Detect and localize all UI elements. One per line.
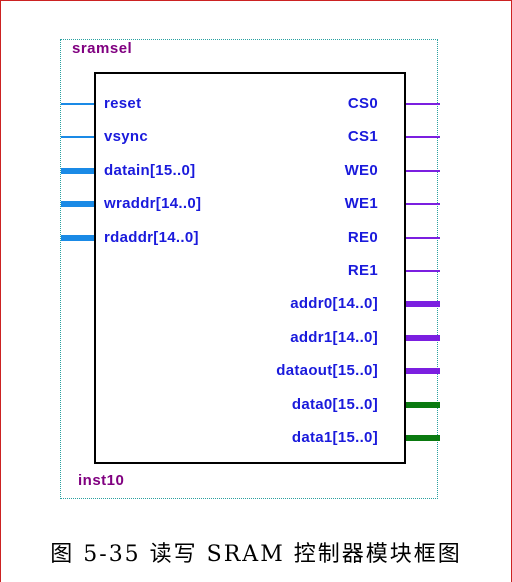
output-pin-label: WE0 <box>344 161 378 179</box>
input-pin-label: vsync <box>104 128 149 146</box>
output-pin-wire <box>406 435 440 441</box>
symbol-outline <box>60 39 438 499</box>
symbol-name: sramsel <box>72 40 133 57</box>
output-pin-wire <box>406 136 440 139</box>
output-pin-label: data1[15..0] <box>291 429 378 446</box>
output-pin-wire <box>406 103 440 105</box>
input-pin-wire <box>61 201 94 208</box>
input-pin-wire <box>61 167 94 174</box>
output-pin-label: CS1 <box>347 128 378 146</box>
output-pin-wire <box>406 368 440 375</box>
output-pin-wire <box>406 169 440 172</box>
output-pin-label: CS0 <box>347 95 378 112</box>
input-pin-label: wraddr[14..0] <box>104 195 202 213</box>
output-pin-label: addr0[14..0] <box>290 295 378 313</box>
output-pin-wire <box>406 334 440 341</box>
output-pin-label: WE1 <box>344 195 378 213</box>
output-pin-label: addr1[14..0] <box>290 328 378 346</box>
output-pin-label: dataout[15..0] <box>276 362 378 380</box>
input-pin-wire <box>61 136 94 139</box>
input-pin-wire <box>61 234 94 241</box>
output-pin-wire <box>406 301 440 308</box>
output-pin-wire <box>406 203 440 206</box>
input-pin-label: datain[15..0] <box>104 161 196 179</box>
output-pin-label: RE1 <box>347 262 378 279</box>
output-pin-wire <box>406 270 440 272</box>
output-pin-label: data0[15..0] <box>291 395 378 413</box>
block-body <box>94 72 406 464</box>
output-pin-wire <box>406 236 440 239</box>
figure-caption: 图 5-35 读写 SRAM 控制器模块框图 <box>50 542 462 567</box>
instance-label: inst10 <box>78 472 125 489</box>
input-pin-label: reset <box>104 95 142 112</box>
output-pin-wire <box>406 401 440 408</box>
input-pin-wire <box>61 103 94 105</box>
input-pin-label: rdaddr[14..0] <box>104 228 199 246</box>
output-pin-label: RE0 <box>347 228 378 246</box>
